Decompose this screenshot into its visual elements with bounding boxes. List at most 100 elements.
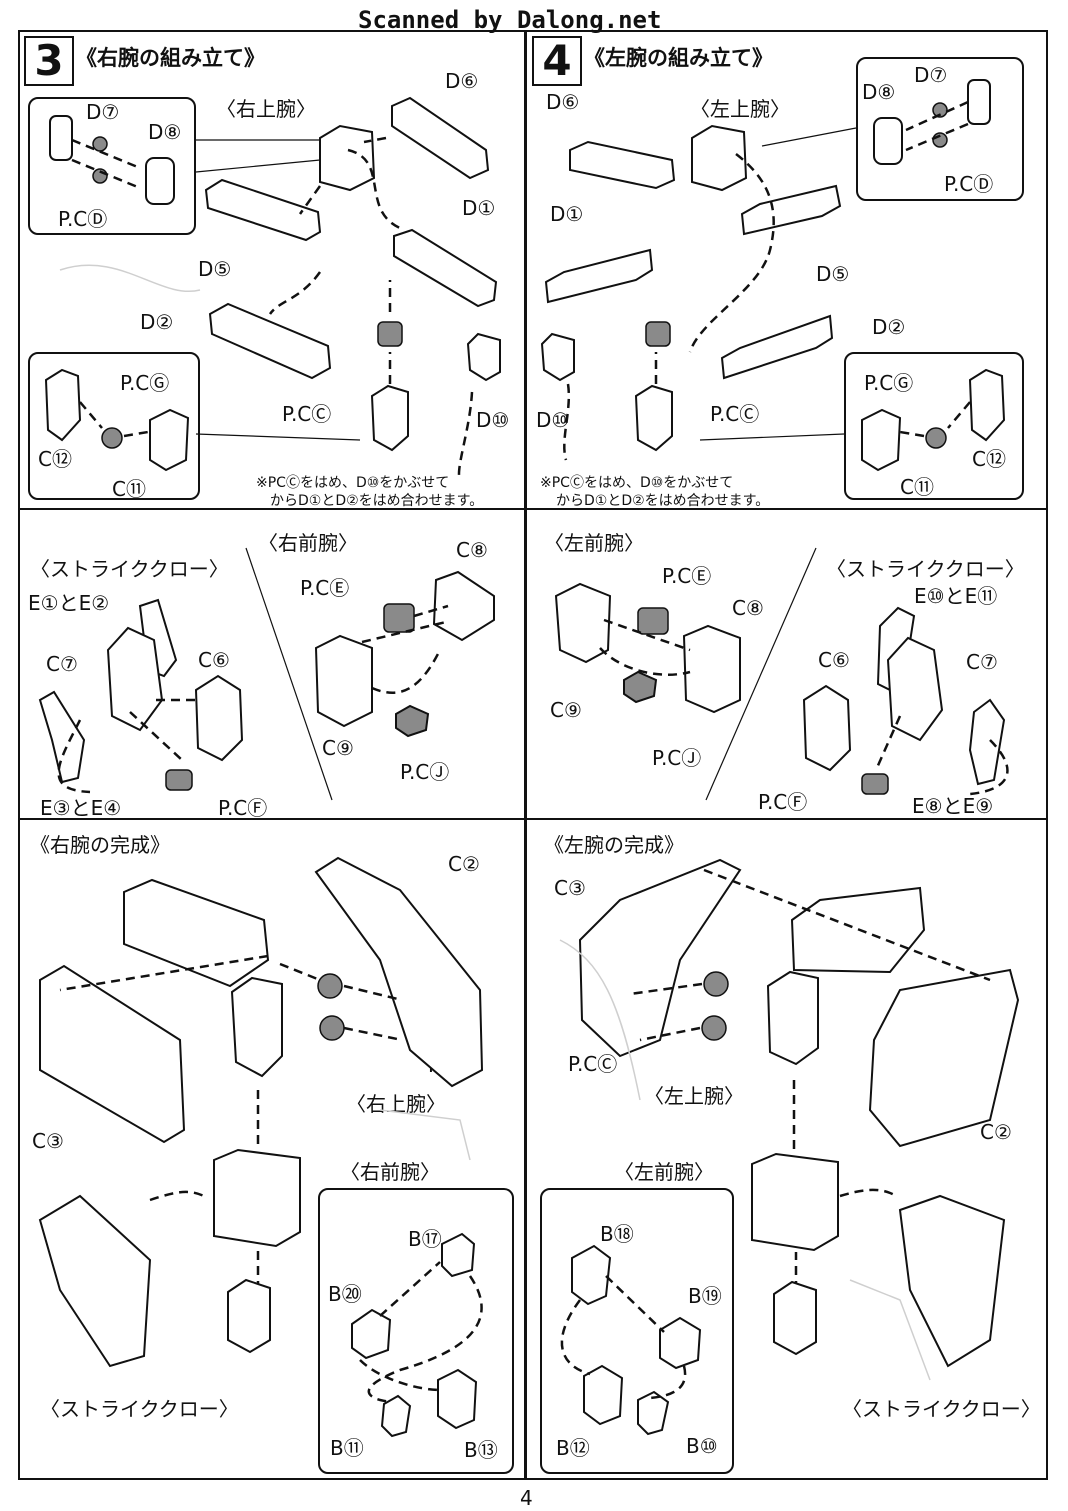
part-label-pce: P.CⒺ — [662, 564, 712, 588]
inset-claw-joint — [318, 1188, 514, 1474]
part-label-d8: D⑧ — [148, 120, 182, 144]
part-label-d7: D⑦ — [914, 63, 948, 87]
part-label-e3e4: E③とE④ — [40, 796, 122, 820]
section-title: 《右腕の組み立て》 — [76, 46, 265, 70]
assembly-note-line2: からD①とD②をはめ合わせます。 — [556, 493, 770, 509]
page-number: 4 — [520, 1486, 533, 1510]
column-divider — [524, 30, 527, 1480]
part-label-c7: C⑦ — [966, 650, 998, 674]
part-label-e8e9: E⑧とE⑨ — [912, 794, 994, 818]
part-label-c3: C③ — [554, 876, 586, 900]
part-label-c8: C⑧ — [732, 596, 764, 620]
right-forearm-drawing — [38, 547, 495, 801]
part-label-b19: B⑲ — [688, 1284, 722, 1308]
assembly-note-line2: からD①とD②をはめ合わせます。 — [270, 493, 484, 509]
part-label-b11: B⑪ — [330, 1436, 364, 1460]
forearm-final-label: 〈右前腕〉 — [340, 1160, 440, 1184]
part-label-pcc: P.CⒸ — [282, 402, 332, 426]
part-label-d5: D⑤ — [198, 257, 232, 281]
part-label-b12: B⑫ — [556, 1436, 590, 1460]
part-label-d7: D⑦ — [86, 100, 120, 124]
inset-upper-arm-joint — [844, 352, 1024, 500]
part-label-c9: C⑨ — [550, 698, 582, 722]
forearm-final-label: 〈左前腕〉 — [614, 1160, 714, 1184]
part-label-d10: D⑩ — [476, 408, 510, 432]
part-label-pcc-final: P.CⒸ — [568, 1052, 618, 1076]
part-label-c9: C⑨ — [322, 736, 354, 760]
part-label-c8: C⑧ — [456, 538, 488, 562]
part-label-d2: D② — [140, 310, 174, 334]
forearm-label: 〈左前腕〉 — [544, 531, 644, 555]
part-label-d1: D① — [462, 196, 496, 220]
assembly-note-line1: ※PCⒸをはめ、D⑩をかぶせて — [256, 475, 450, 491]
part-label-c12: C⑫ — [38, 447, 72, 471]
part-label-b13: B⑬ — [464, 1438, 498, 1462]
page-border-bottom — [18, 1478, 1048, 1480]
inset-shoulder-joint — [28, 97, 196, 235]
assembly-note-line1: ※PCⒸをはめ、D⑩をかぶせて — [540, 475, 734, 491]
part-label-pce: P.CⒺ — [300, 576, 350, 600]
part-label-pcf: P.CⒻ — [218, 796, 268, 820]
completion-title: 《右腕の完成》 — [30, 833, 170, 857]
row-divider-2-right — [527, 818, 1047, 820]
part-label-c7: C⑦ — [46, 652, 78, 676]
part-label-d6: D⑥ — [445, 69, 479, 93]
part-label-c11: C⑪ — [900, 475, 934, 499]
part-label-c6: C⑥ — [198, 648, 230, 672]
part-label-c12: C⑫ — [972, 447, 1006, 471]
claw-label: 〈ストライククロー〉 — [30, 557, 229, 581]
part-label-b17: B⑰ — [408, 1227, 442, 1251]
upper-arm-label: 〈左上腕〉 — [690, 97, 790, 121]
part-label-c2: C② — [980, 1120, 1012, 1144]
left-forearm-drawing — [554, 547, 1009, 801]
right-arm-complete-drawing — [38, 856, 484, 1438]
bleed-through-traces — [59, 264, 931, 1381]
part-label-pcj: P.CⒿ — [652, 746, 702, 770]
right-upper-arm-drawing — [44, 96, 501, 481]
part-label-d2: D② — [872, 315, 906, 339]
part-label-c3: C③ — [32, 1129, 64, 1153]
claw-label: 〈ストライククロー〉 — [826, 557, 1025, 581]
step-number-badge: 3 — [24, 36, 74, 86]
part-label-b10: B⑩ — [686, 1434, 718, 1458]
part-label-e1e2: E①とE② — [28, 591, 110, 615]
part-label-pcg: P.CⒼ — [864, 371, 914, 395]
claw-final-label: 〈ストライククロー〉 — [40, 1397, 239, 1421]
part-label-c6: C⑥ — [818, 648, 850, 672]
part-label-pcd: P.CⒹ — [944, 172, 994, 196]
part-label-pcf: P.CⒻ — [758, 790, 808, 814]
claw-final-label: 〈ストライククロー〉 — [842, 1397, 1041, 1421]
part-label-d10: D⑩ — [536, 408, 570, 432]
part-label-d8: D⑧ — [862, 80, 896, 104]
part-label-c2: C② — [448, 852, 480, 876]
part-label-pcc: P.CⒸ — [710, 402, 760, 426]
part-label-b18: B⑱ — [600, 1222, 634, 1246]
part-label-e10e11: E⑩とE⑪ — [914, 584, 998, 608]
inset-shoulder-joint — [856, 57, 1024, 201]
left-arm-complete-drawing — [560, 858, 1020, 1436]
part-label-d5: D⑤ — [816, 262, 850, 286]
upper-arm-label: 〈右上腕〉 — [216, 97, 316, 121]
page-border-left — [18, 30, 20, 1480]
part-label-c11: C⑪ — [112, 477, 146, 501]
part-label-pcj: P.CⒿ — [400, 760, 450, 784]
inset-claw-joint — [540, 1188, 734, 1474]
section-title: 《左腕の組み立て》 — [584, 46, 773, 70]
page-border-right — [1046, 30, 1048, 1480]
step-number-badge: 4 — [532, 36, 582, 86]
upper-arm-final-label: 〈左上腕〉 — [644, 1084, 744, 1108]
completion-title: 《左腕の完成》 — [544, 833, 684, 857]
left-upper-arm-drawing — [540, 79, 1006, 472]
part-label-pcg: P.CⒼ — [120, 371, 170, 395]
part-label-b20: B⑳ — [328, 1282, 362, 1306]
page-border-top — [18, 30, 1048, 32]
row-divider-1-right — [527, 508, 1047, 510]
part-label-d6: D⑥ — [546, 90, 580, 114]
row-divider-2-left — [18, 818, 524, 820]
part-label-d1: D① — [550, 202, 584, 226]
forearm-label: 〈右前腕〉 — [258, 531, 358, 555]
inset-upper-arm-joint — [28, 352, 200, 500]
part-label-pcd: P.CⒹ — [58, 207, 108, 231]
scan-credit: Scanned by Dalong.net — [358, 6, 662, 34]
